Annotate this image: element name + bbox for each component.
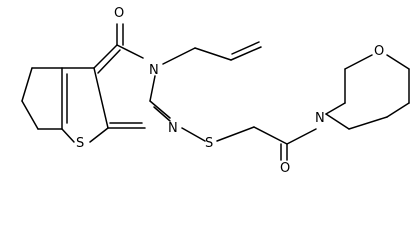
carbonyl-group — [116, 23, 124, 46]
chemical-structure: O N N S S O N O — [21, 6, 410, 176]
allyl-group — [162, 41, 262, 65]
morpholine-nitrogen-label: N — [315, 111, 325, 126]
cyclopentane-ring — [21, 67, 63, 130]
pyrimidinone-ring — [93, 44, 171, 129]
thioether-sulfur-label: S — [205, 136, 213, 151]
thiophene-ring — [61, 67, 109, 143]
thiophene-sulfur-label: S — [76, 136, 84, 151]
ring-nitrogen-label: N — [149, 63, 159, 78]
morpholine-ring — [325, 54, 410, 130]
ring-nitrogen-label: N — [168, 121, 178, 136]
ketone-oxygen-label: O — [114, 6, 124, 21]
amide-oxygen-label: O — [280, 161, 290, 176]
thioether-chain — [181, 126, 317, 145]
amide-carbonyl — [280, 143, 288, 161]
morpholine-oxygen-label: O — [374, 44, 384, 59]
